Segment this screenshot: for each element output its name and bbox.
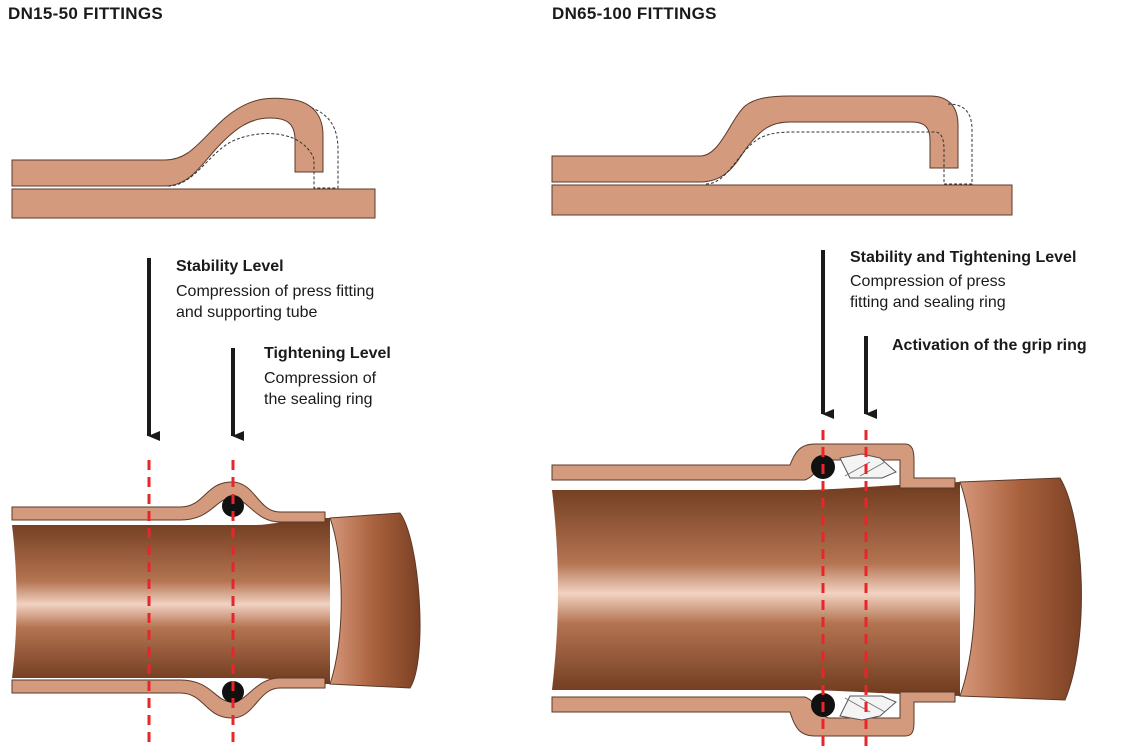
- right-press-fitting-section: [551, 95, 959, 183]
- left-fitting-top-wall: [11, 481, 326, 523]
- right-support-tube-section: [551, 184, 1013, 216]
- arrows: [147, 250, 877, 441]
- stability-tightening-line2: fitting and sealing ring: [850, 294, 1006, 311]
- right-panel-title: DN65-100 FITTINGS: [552, 4, 717, 23]
- stability-tightening-line1: Compression of press: [850, 273, 1006, 290]
- right-compressed-outline: [705, 103, 973, 185]
- left-bottom-sealing-ring: [222, 681, 244, 703]
- left-press-fitting-section: [11, 97, 324, 187]
- stability-level-heading: Stability Level: [176, 258, 284, 275]
- left-fitting-cross-section: [11, 97, 376, 219]
- right-fitting-top-wall: [551, 443, 956, 489]
- left-panel-title: DN15-50 FITTINGS: [8, 4, 163, 23]
- right-pipe-assembly: [551, 443, 1082, 737]
- left-support-tube-section: [11, 188, 376, 219]
- right-bottom-grip-ring: [839, 695, 897, 721]
- right-fitting-cross-section: [551, 95, 1013, 216]
- stability-level-line1: Compression of press fitting: [176, 283, 375, 300]
- right-tube-end: [959, 477, 1082, 701]
- right-tube-body: [552, 482, 960, 696]
- stability-tightening-heading: Stability and Tightening Level: [850, 249, 1077, 266]
- grip-ring-activation-heading: Activation of the grip ring: [892, 337, 1087, 354]
- tightening-level-line2: the sealing ring: [264, 391, 373, 408]
- left-fitting-bottom-wall: [11, 677, 326, 719]
- left-tube-body: [12, 518, 330, 684]
- tightening-level-heading: Tightening Level: [264, 345, 391, 362]
- left-pipe-assembly: [11, 481, 421, 719]
- left-tube-end: [329, 512, 421, 689]
- right-fitting-bottom-wall: [551, 691, 956, 737]
- stability-level-line2: and supporting tube: [176, 304, 318, 321]
- right-top-grip-ring: [839, 453, 897, 479]
- left-top-sealing-ring: [222, 495, 244, 517]
- tightening-level-line1: Compression of: [264, 370, 377, 387]
- guide-lines: [147, 430, 868, 748]
